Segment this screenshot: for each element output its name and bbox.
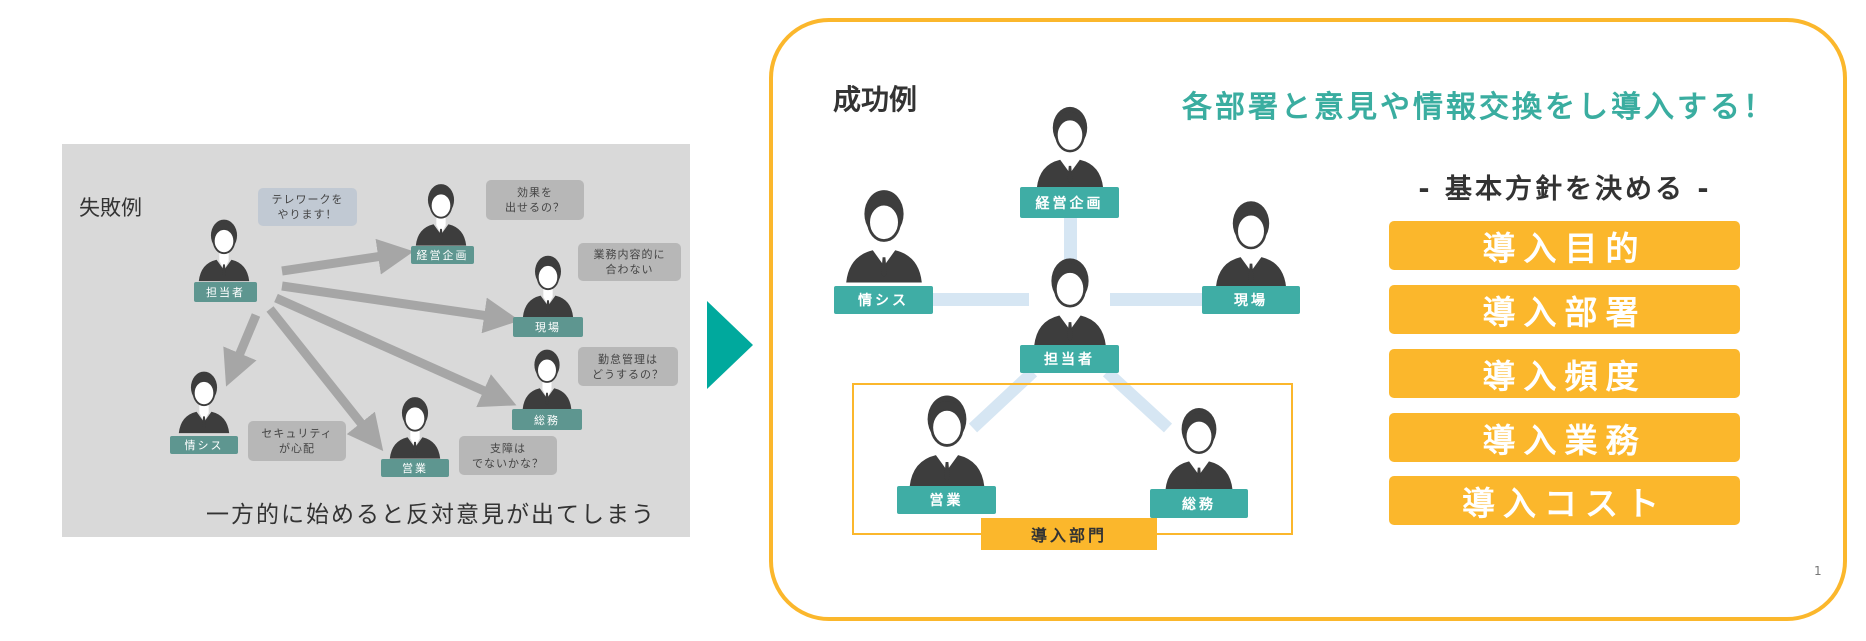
speech-bubble-joushisu: セキュリティ が心配 — [248, 421, 346, 461]
policy-item: 導入部署 — [1389, 285, 1740, 334]
person-icon — [1028, 102, 1112, 188]
arrow-to-genba — [281, 281, 520, 334]
arrow-to-joushisu — [223, 313, 261, 387]
speech-bubble-eigyou: 支障は でないかな？ — [459, 436, 557, 475]
department-label: 導入部門 — [981, 518, 1157, 550]
speech-bubble-tantousha: テレワークを やります！ — [258, 188, 357, 226]
person-icon — [842, 180, 926, 287]
policy-item: 導入コスト — [1389, 476, 1740, 525]
tag-soumu: 総務 — [1150, 489, 1248, 518]
speech-bubble-soumu: 勤怠管理は どうするの？ — [578, 347, 678, 386]
page-number: 1 — [1814, 564, 1822, 578]
tag-eigyou: 営業 — [897, 486, 996, 514]
failure-summary: 一方的に始めると反対意見が出てしまう — [206, 502, 656, 528]
tag-joushisu: 情シス — [170, 436, 238, 454]
policy-item: 導入頻度 — [1389, 349, 1740, 398]
arrow-to-keiei — [281, 238, 414, 276]
policy-item: 導入業務 — [1389, 413, 1740, 462]
person-icon — [1028, 253, 1112, 346]
next-arrow-icon — [707, 301, 753, 389]
policy-heading: - 基本方針を決める - — [1418, 174, 1712, 205]
tag-keiei-kikaku: 経営企画 — [411, 246, 474, 264]
failure-title: 失敗例 — [79, 196, 142, 220]
person-icon — [1157, 403, 1241, 490]
person-icon — [1209, 196, 1293, 287]
tag-genba: 現場 — [1202, 286, 1300, 314]
tag-soumu: 総務 — [512, 409, 582, 430]
tag-tantousha: 担当者 — [1020, 345, 1119, 373]
tag-eigyou: 営業 — [381, 459, 449, 477]
speech-bubble-genba: 業務内容的に 合わない — [578, 243, 681, 281]
arrow-to-soumu — [274, 293, 517, 408]
connector-line — [1110, 293, 1202, 306]
tag-keiei-kikaku: 経営企画 — [1020, 187, 1119, 218]
person-icon — [902, 390, 992, 487]
tag-tantousha: 担当者 — [194, 282, 257, 302]
tag-joushisu: 情シス — [834, 286, 933, 314]
connector-line — [933, 293, 1029, 306]
connector-line — [1064, 216, 1077, 272]
speech-bubble-keiei: 効果を 出せるの？ — [486, 180, 584, 220]
policy-item: 導入目的 — [1389, 221, 1740, 270]
arrow-to-eigyou — [266, 306, 384, 452]
tag-genba: 現場 — [513, 317, 583, 337]
success-headline: 各部署と意見や情報交換をし導入する！ — [1182, 90, 1776, 125]
success-title: 成功例 — [833, 83, 918, 116]
